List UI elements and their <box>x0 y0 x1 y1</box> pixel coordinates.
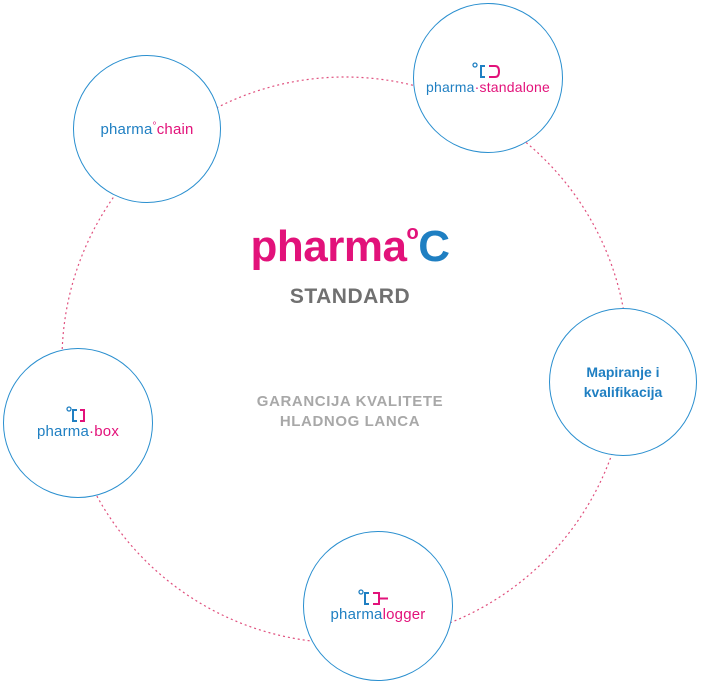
standard-label: STANDARD <box>289 285 411 308</box>
tagline: GARANCIJA KVALITETE HLADNOG LANCA <box>200 392 500 432</box>
tagline-line2: HLADNOG LANCA <box>279 413 421 430</box>
node-pharma-logger[interactable]: pharmalogger <box>303 531 453 681</box>
mapiranje-line1: Mapiranje i <box>586 364 660 380</box>
box-icon <box>64 406 92 422</box>
node-mapiranje[interactable]: Mapiranje i kvalifikacija <box>549 308 697 456</box>
tagline-line1: GARANCIJA KVALITETE <box>256 393 444 410</box>
node-pharma-standalone[interactable]: pharma·standalone <box>413 3 563 153</box>
standalone-icon <box>471 61 505 78</box>
logger-icon <box>356 589 400 605</box>
node-pharma-chain[interactable]: pharma°chain <box>73 55 221 203</box>
pharma-standalone-logo: pharma·standalone <box>425 78 551 95</box>
pharmac-logo: pharmaoC <box>250 222 450 271</box>
node-pharma-box[interactable]: pharma·box <box>3 348 153 498</box>
pharma-box-logo: pharma·box <box>36 423 120 440</box>
mapiranje-line2: kvalifikacija <box>583 384 663 400</box>
pharma-logger-logo: pharmalogger <box>330 606 426 623</box>
pharma-chain-logo: pharma°chain <box>100 120 194 138</box>
